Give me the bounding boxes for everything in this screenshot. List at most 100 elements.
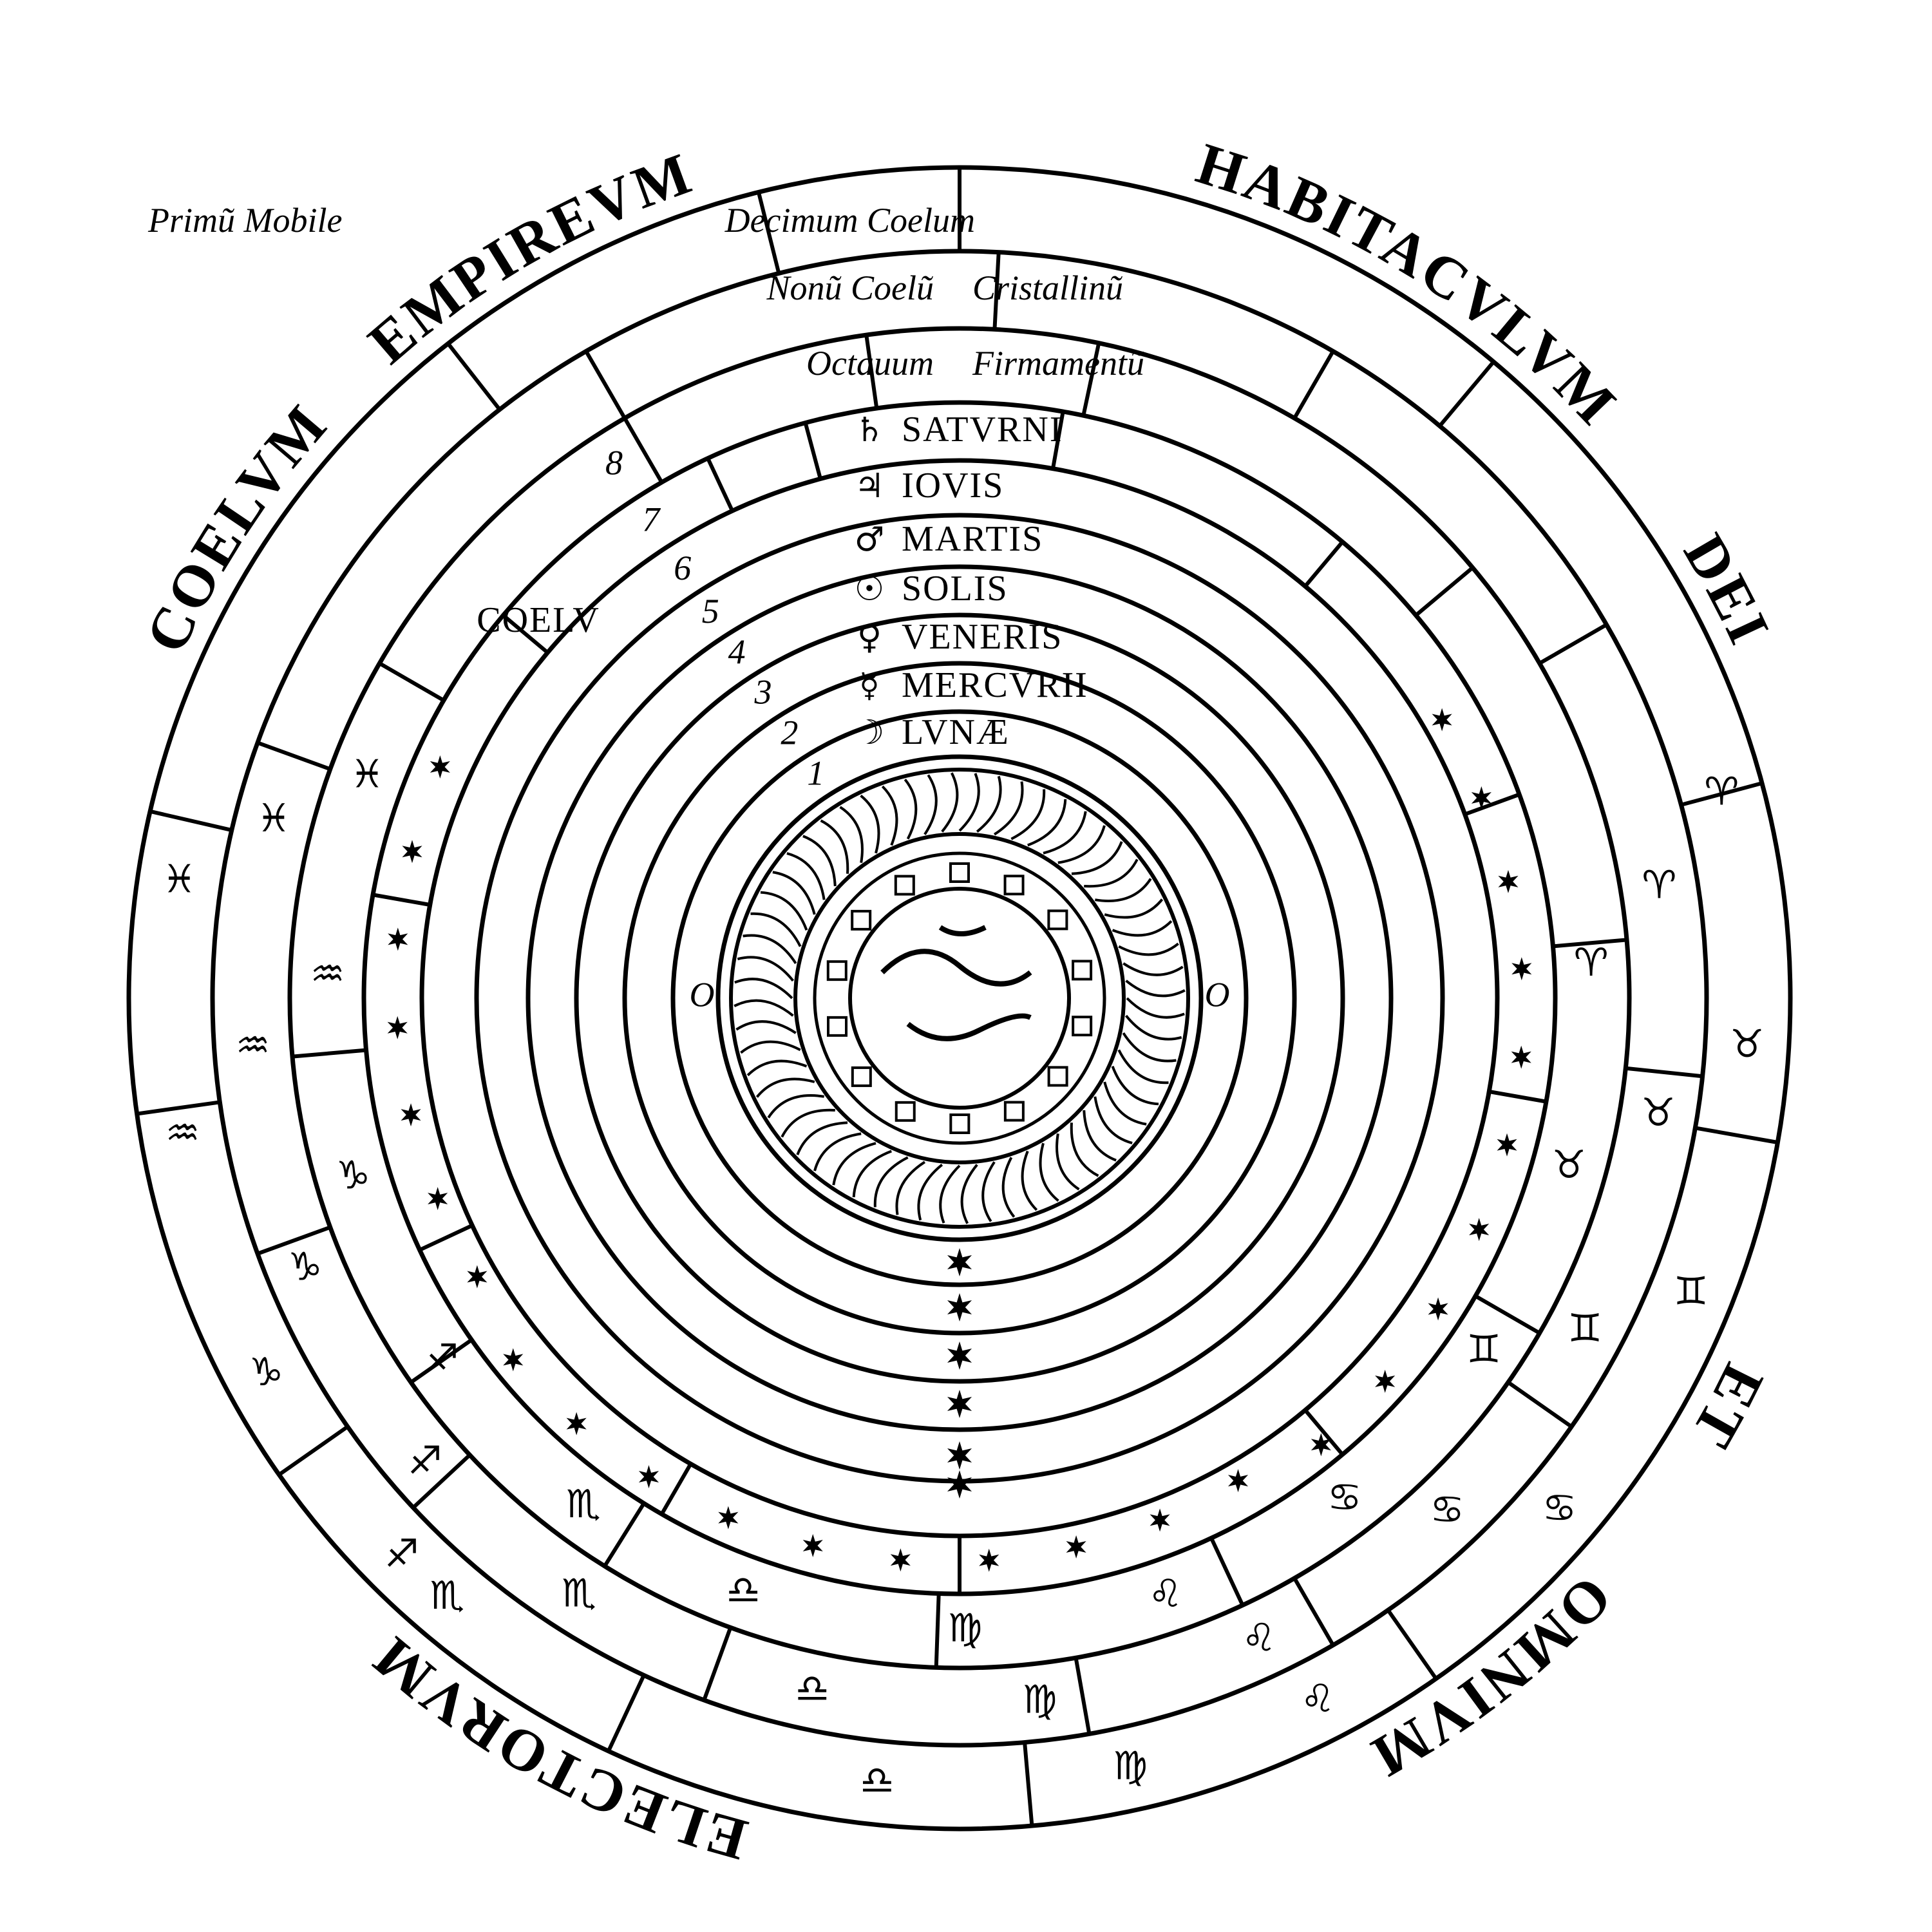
zodiac-symbol: ♓ xyxy=(350,752,384,797)
outer-label-text: DEI xyxy=(1671,523,1781,655)
outer-label-text: EMPIREVM xyxy=(356,140,699,376)
zodiac-symbol: ♋ xyxy=(1542,1486,1577,1531)
band-divider xyxy=(659,1463,693,1515)
star-icon xyxy=(1066,1535,1086,1558)
flame-stroke xyxy=(755,1077,815,1098)
earth-core xyxy=(848,887,1071,1110)
city-mark xyxy=(1047,909,1068,931)
planet-symbol: ♄ xyxy=(855,411,885,450)
zodiac-symbol: ♒ xyxy=(166,1110,200,1155)
band-divider xyxy=(372,893,431,907)
band-divider xyxy=(502,614,549,654)
zodiac-symbol: ♐ xyxy=(408,1438,442,1483)
flame-stroke xyxy=(746,1059,808,1077)
band-divider xyxy=(378,661,445,703)
star-icon xyxy=(947,1470,972,1499)
star-icon xyxy=(947,1293,972,1321)
zodiac-symbol: ♓ xyxy=(162,857,197,902)
star-icon xyxy=(802,1534,823,1558)
flame-stroke xyxy=(1056,1133,1080,1191)
band-divider xyxy=(1051,411,1065,469)
zodiac-symbol: ♑ xyxy=(249,1350,284,1395)
flame-stroke xyxy=(981,1161,996,1222)
band-divider xyxy=(149,809,232,832)
band-divider xyxy=(992,252,1001,330)
city-mark xyxy=(851,1066,872,1087)
city-mark xyxy=(1072,1016,1093,1037)
star-icon xyxy=(1311,1433,1331,1457)
landmass xyxy=(880,925,1032,1041)
band-divider xyxy=(864,334,879,409)
star-icon xyxy=(401,1103,421,1127)
band-divider xyxy=(1023,1742,1034,1826)
band-divider xyxy=(412,1454,471,1510)
concentric-spheres xyxy=(126,165,1793,1832)
flame-stroke xyxy=(1070,1122,1099,1177)
flame-stroke xyxy=(743,934,797,965)
star-icon xyxy=(387,1016,408,1039)
outer-label-text: OMNIVM xyxy=(1359,1564,1622,1791)
flame-stroke xyxy=(1122,962,1184,976)
sphere-number: 4 xyxy=(728,632,746,671)
band-divider xyxy=(1464,792,1520,817)
planet-label: VENERIS xyxy=(902,617,1063,657)
outer-label-text: HABITACVLVM xyxy=(1189,130,1628,439)
outer-label: ELECTORVM xyxy=(359,1623,754,1873)
flame-stroke xyxy=(860,794,880,854)
flame-stroke xyxy=(941,772,959,833)
band-divider xyxy=(1625,1066,1703,1079)
flame-stroke xyxy=(737,956,794,982)
planet-label: MARTIS xyxy=(902,519,1043,559)
flame-stroke xyxy=(1027,799,1067,847)
band-divider xyxy=(292,1048,366,1059)
band-divider xyxy=(1414,566,1474,617)
planet-label: COELV xyxy=(477,600,600,640)
zodiac-symbol: ♏ xyxy=(430,1573,465,1618)
zodiac-symbol: ♒ xyxy=(236,1023,270,1068)
zodiac-symbol: ♉ xyxy=(1551,1142,1586,1188)
outer-label: ET xyxy=(1679,1354,1777,1461)
star-icon xyxy=(388,927,408,951)
star-icon xyxy=(1428,1297,1448,1321)
zodiac-symbol: ♑ xyxy=(336,1153,371,1198)
flame-stroke xyxy=(781,1108,835,1138)
band-divider xyxy=(1303,540,1344,588)
star-icon xyxy=(947,1341,972,1370)
earth-marker: O xyxy=(690,975,715,1014)
zodiac-symbol: ♐ xyxy=(424,1336,459,1381)
flame-stroke xyxy=(1094,1096,1133,1144)
flame-stroke xyxy=(904,779,918,840)
city-mark xyxy=(826,1016,848,1037)
sphere-number: 8 xyxy=(605,443,623,482)
flame-stroke xyxy=(1043,811,1087,855)
city-mark xyxy=(1047,1066,1068,1087)
sphere-ring-7 xyxy=(574,612,1345,1384)
star-icon xyxy=(890,1548,911,1572)
flame-stroke xyxy=(1125,980,1186,998)
star-icon xyxy=(1227,1469,1249,1493)
flame-stroke xyxy=(1071,841,1123,875)
city-mark xyxy=(949,1113,971,1134)
zodiac-symbol: ♉ xyxy=(1730,1021,1765,1066)
city-mark xyxy=(1003,875,1025,896)
city-mark xyxy=(851,909,872,931)
band-label: Firmamentũ xyxy=(972,344,1144,383)
star-icon xyxy=(566,1412,587,1435)
outer-label-text: ET xyxy=(1679,1354,1774,1461)
planet-symbol: ☽ xyxy=(855,714,885,752)
zodiac-symbol: ♌ xyxy=(1300,1676,1335,1721)
band-divider xyxy=(1081,343,1101,416)
zodiac-symbol: ♊ xyxy=(1466,1327,1501,1372)
flame-stroke xyxy=(1057,825,1106,864)
star-icon xyxy=(1432,708,1452,732)
zodiac-symbol: ♎ xyxy=(860,1758,895,1803)
sphere-number: 2 xyxy=(781,714,798,752)
flame-stroke xyxy=(1104,898,1164,919)
band-divider xyxy=(446,342,502,411)
band-divider xyxy=(410,1338,473,1384)
band-divider xyxy=(1507,1381,1573,1428)
band-divider xyxy=(1488,1090,1547,1104)
flame-stroke xyxy=(976,775,1002,833)
outer-label: EMPIREVM xyxy=(356,140,701,376)
